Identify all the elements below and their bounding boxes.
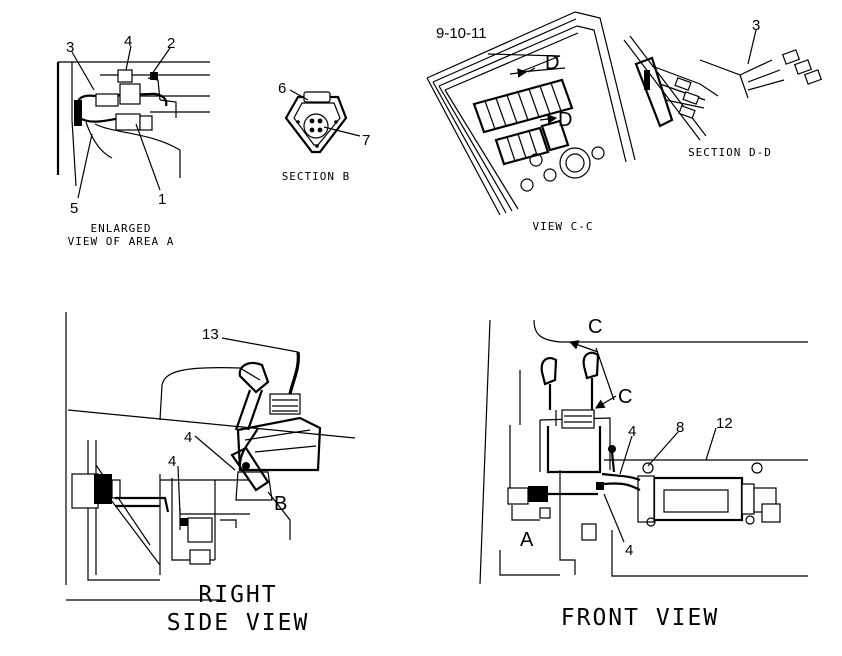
callout-9-10-11: 9-10-11 bbox=[436, 25, 487, 42]
right-side-view: 13 4 4 B RIGHT SIDE VIEW bbox=[65, 312, 356, 636]
caption-section-b: SECTION B bbox=[282, 170, 351, 183]
caption-right-line2: SIDE VIEW bbox=[167, 610, 310, 636]
callout-8: 8 bbox=[676, 419, 684, 436]
section-marker-c-upper: C bbox=[588, 316, 602, 338]
callout-4-right-upper: 4 bbox=[184, 429, 192, 446]
callout-6: 6 bbox=[278, 80, 286, 97]
callout-12: 12 bbox=[716, 415, 733, 432]
caption-right-line1: RIGHT bbox=[198, 582, 277, 608]
section-marker-b: B bbox=[274, 493, 287, 515]
callout-7: 7 bbox=[362, 132, 370, 149]
caption-enlarged-line2: VIEW OF AREA A bbox=[68, 235, 175, 248]
caption-view-c-c: VIEW C-C bbox=[533, 220, 594, 233]
switch-row-lower bbox=[494, 114, 570, 166]
callout-5: 5 bbox=[70, 200, 78, 217]
section-marker-d-lower: D bbox=[558, 109, 572, 131]
section-b: 6 7 SECTION B bbox=[278, 80, 370, 183]
caption-enlarged-line1: ENLARGED bbox=[91, 222, 152, 235]
callout-3-section-dd: 3 bbox=[752, 17, 760, 34]
caption-front-view: FRONT VIEW bbox=[561, 605, 719, 631]
callout-4: 4 bbox=[124, 33, 132, 50]
callout-4-right-lower: 4 bbox=[168, 453, 176, 470]
caption-section-d-d: SECTION D-D bbox=[688, 146, 772, 159]
callout-3: 3 bbox=[66, 39, 74, 56]
callout-2: 2 bbox=[167, 35, 175, 52]
callout-4-front-upper: 4 bbox=[628, 423, 636, 440]
callout-1: 1 bbox=[158, 191, 166, 208]
view-c-c: 9-10-11 D D VIEW C-C bbox=[426, 11, 636, 233]
section-marker-a: A bbox=[520, 529, 534, 551]
section-marker-d-upper: D bbox=[545, 52, 559, 74]
switch-row-upper bbox=[472, 53, 574, 134]
section-marker-c-lower: C bbox=[618, 386, 632, 408]
callout-4-front-lower: 4 bbox=[625, 542, 633, 559]
enlarged-view-area-a: 3 4 2 1 5 ENLARGED VIEW OF AREA A bbox=[56, 33, 210, 248]
callout-13: 13 bbox=[202, 326, 219, 343]
section-d-d: 3 SECTION D-D bbox=[623, 17, 823, 159]
front-view: C C A 4 8 12 4 FRONT VIEW bbox=[479, 316, 808, 631]
